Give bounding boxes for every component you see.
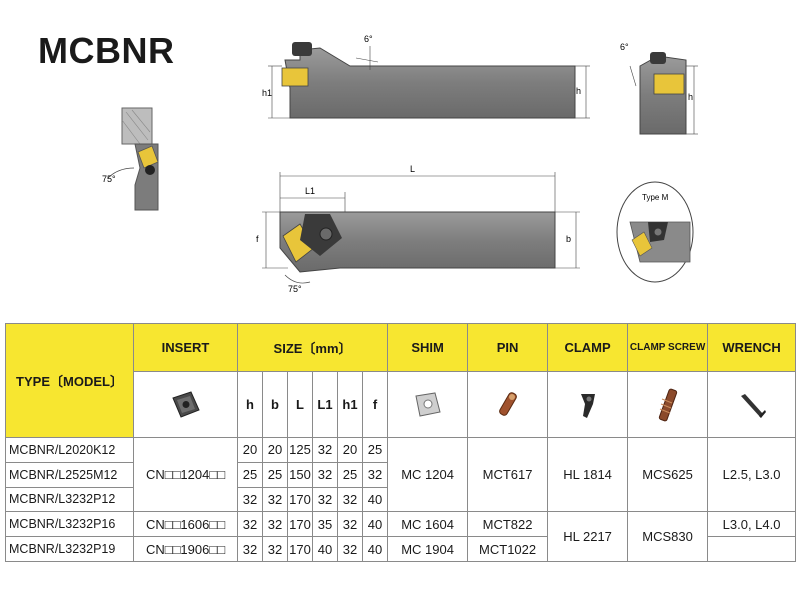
cell-b: 20 (262, 437, 288, 463)
dim-label-h: h (576, 86, 581, 96)
dim-f-header: f (361, 371, 389, 438)
dim-h1-header: h1 (337, 371, 363, 438)
clamp-icon-cell (547, 371, 629, 438)
dim-label-f: f (256, 234, 259, 244)
wrench-cell: L3.0, L4.0 (707, 511, 797, 538)
pin-icon-cell (467, 371, 549, 438)
dim-label-b: b (566, 234, 571, 244)
shim-cell: MC 1604 (387, 511, 469, 538)
side-view: h1 h 6° (262, 34, 590, 119)
header-clamp-screw: CLAMP SCREW (627, 323, 709, 372)
insert-icon-cell (133, 371, 238, 438)
table-row-model: MCBNR/L3232P12 (5, 486, 134, 513)
angle-label-top: 6° (364, 34, 373, 44)
dim-L1-header: L1 (312, 371, 338, 438)
end-view: 6° h (620, 42, 698, 135)
wrench-cell: L2.5, L3.0 (707, 436, 797, 513)
pin-cell: MCT1022 (467, 536, 549, 562)
page-title: MCBNR (38, 30, 175, 71)
cell-b: 32 (262, 486, 288, 513)
cell-h1: 32 (337, 486, 363, 513)
cell-b: 25 (262, 461, 288, 488)
cell-h1: 32 (337, 511, 363, 538)
insert-cell: CN□□1606□□ (133, 511, 238, 538)
cell-h1: 20 (337, 437, 363, 463)
cell-L: 170 (287, 511, 313, 538)
clamp-cell: HL 1814 (547, 436, 629, 513)
header-insert: INSERT (133, 323, 238, 372)
cell-h1: 25 (337, 461, 363, 488)
wrench-cell-empty (707, 536, 797, 562)
cell-h: 32 (237, 511, 263, 538)
angle-label-side: 6° (620, 42, 629, 52)
cell-L1: 40 (312, 536, 338, 562)
dim-label-L1: L1 (305, 186, 315, 196)
cell-f: 40 (361, 486, 389, 513)
header-type: TYPE〔MODEL〕 (5, 323, 134, 438)
cell-h: 32 (237, 486, 263, 513)
dim-L-header: L (287, 371, 313, 438)
table-row-model: MCBNR/L3232P19 (5, 536, 134, 562)
pin-cell: MCT822 (467, 511, 549, 538)
plan-view: L L1 f b 75° (256, 164, 580, 294)
clamp-screw-cell: MCS625 (627, 436, 709, 513)
clamp-screw-icon-cell (627, 371, 709, 438)
cell-h: 32 (237, 536, 263, 562)
spec-table: TYPE〔MODEL〕 INSERT SIZE〔mm〕 SHIM PIN CLA… (5, 323, 797, 562)
type-m-detail: Type M (616, 181, 694, 283)
dim-h-header: h (237, 371, 263, 438)
cell-f: 40 (361, 511, 389, 538)
header-pin: PIN (467, 323, 549, 372)
cell-f: 32 (361, 461, 389, 488)
wrench-icon (740, 393, 766, 418)
shim-icon (414, 391, 441, 417)
cell-L1: 32 (312, 486, 338, 513)
clamp-screw-icon (658, 388, 677, 421)
cell-L1: 35 (312, 511, 338, 538)
cell-L: 170 (287, 536, 313, 562)
table-row-model: MCBNR/L3232P16 (5, 511, 134, 538)
cell-L: 170 (287, 486, 313, 513)
cell-f: 25 (361, 437, 389, 463)
clamp-cell: HL 2217 (547, 511, 629, 562)
cell-L1: 32 (312, 461, 338, 488)
dim-label-h-side: h (688, 92, 693, 102)
insert-cell: CN□□1906□□ (133, 536, 238, 562)
header-clamp: CLAMP (547, 323, 629, 372)
cell-b: 32 (262, 511, 288, 538)
pin-cell: MCT617 (467, 436, 549, 513)
shim-cell: MC 1904 (387, 536, 469, 562)
angle-label-small: 75° (102, 174, 116, 184)
dim-label-L: L (410, 164, 415, 174)
cell-h1: 32 (337, 536, 363, 562)
header-shim: SHIM (387, 323, 469, 372)
dim-label-h1: h1 (262, 88, 272, 98)
wrench-icon-cell (707, 371, 797, 438)
cell-h: 25 (237, 461, 263, 488)
shim-cell: MC 1204 (387, 436, 469, 513)
insert-icon (171, 390, 200, 418)
clamp-screw-cell: MCS830 (627, 511, 709, 562)
cell-f: 40 (361, 536, 389, 562)
cell-L: 125 (287, 437, 313, 463)
dim-b-header: b (262, 371, 288, 438)
shim-icon-cell (387, 371, 469, 438)
clamp-icon (580, 393, 595, 418)
header-wrench: WRENCH (707, 323, 797, 372)
table-row-model: MCBNR/L2020K12 (5, 437, 134, 463)
cell-h: 20 (237, 437, 263, 463)
angle-label-bottom: 75° (288, 284, 302, 294)
small-plan-view: 75° (102, 107, 159, 211)
table-row-model: MCBNR/L2525M12 (5, 461, 134, 488)
cell-L: 150 (287, 461, 313, 488)
tool-holder-drawing: 75° h1 h 6° 6° h L (102, 34, 698, 294)
cell-L1: 32 (312, 437, 338, 463)
cell-b: 32 (262, 536, 288, 562)
type-m-label: Type M (642, 193, 669, 202)
insert-cell: CN□□1204□□ (133, 436, 238, 513)
header-size: SIZE〔mm〕 (236, 323, 389, 372)
pin-icon (498, 391, 517, 416)
